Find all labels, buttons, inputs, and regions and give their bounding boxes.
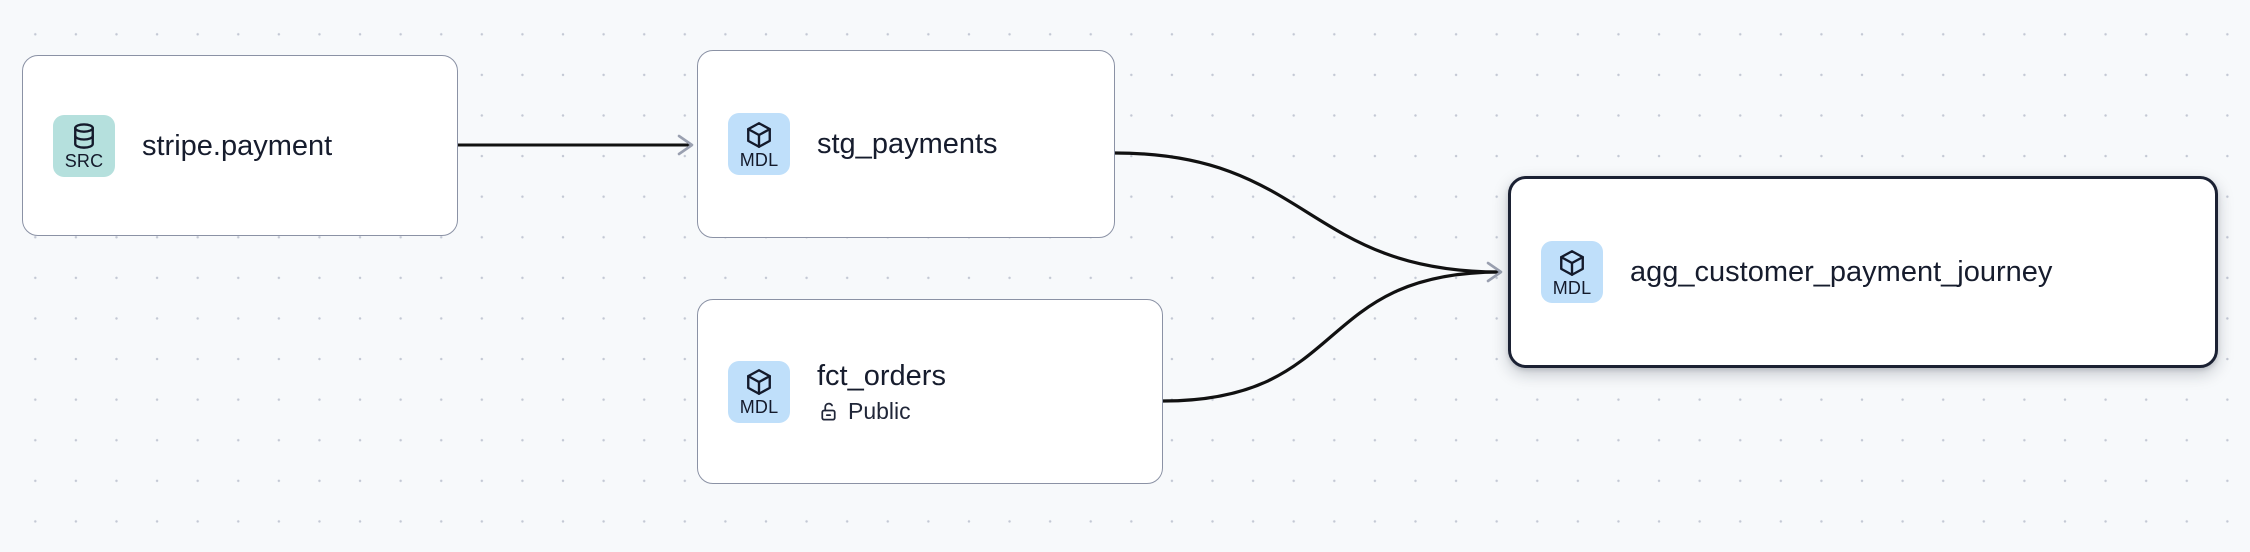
database-icon (74, 123, 94, 149)
node-body: stg_payments (817, 127, 998, 161)
edge-fct-orders-to-agg-journey (1162, 270, 1501, 403)
node-body: agg_customer_payment_journey (1630, 255, 2052, 289)
badge-label: SRC (64, 151, 104, 171)
node-visibility-label: Public (848, 398, 911, 424)
lineage-node-stg-payments[interactable]: MDL stg_payments (697, 50, 1115, 238)
lineage-node-fct-orders[interactable]: MDL fct_orders Public (697, 299, 1163, 484)
cube-icon (747, 121, 771, 148)
lineage-node-stripe-payment[interactable]: SRC stripe.payment (22, 55, 458, 236)
node-visibility: Public (817, 398, 946, 424)
badge-label: MDL (1552, 277, 1592, 298)
node-body: fct_orders Public (817, 359, 946, 424)
node-type-badge-mdl: MDL (728, 113, 790, 175)
node-type-badge-src: SRC (53, 114, 115, 177)
badge-label: MDL (739, 149, 779, 170)
node-title: agg_customer_payment_journey (1630, 256, 2053, 288)
node-title: stripe.payment (142, 129, 333, 162)
node-type-badge-mdl: MDL (728, 360, 790, 423)
edge-stg-payments-to-agg-journey (1114, 151, 1501, 274)
node-title: fct_orders (817, 360, 946, 392)
badge-label: MDL (739, 397, 779, 417)
node-title: stg_payments (817, 128, 998, 160)
unlock-icon (821, 402, 836, 421)
cube-icon (747, 369, 771, 395)
edge-arrowhead-2 (1486, 261, 1503, 283)
cube-icon (1560, 249, 1584, 276)
edge-arrowhead-1 (677, 134, 694, 156)
node-type-badge-mdl: MDL (1541, 241, 1603, 303)
lineage-node-agg-customer-payment-journey[interactable]: MDL agg_customer_payment_journey (1508, 176, 2218, 368)
node-body: stripe.payment (142, 129, 332, 163)
